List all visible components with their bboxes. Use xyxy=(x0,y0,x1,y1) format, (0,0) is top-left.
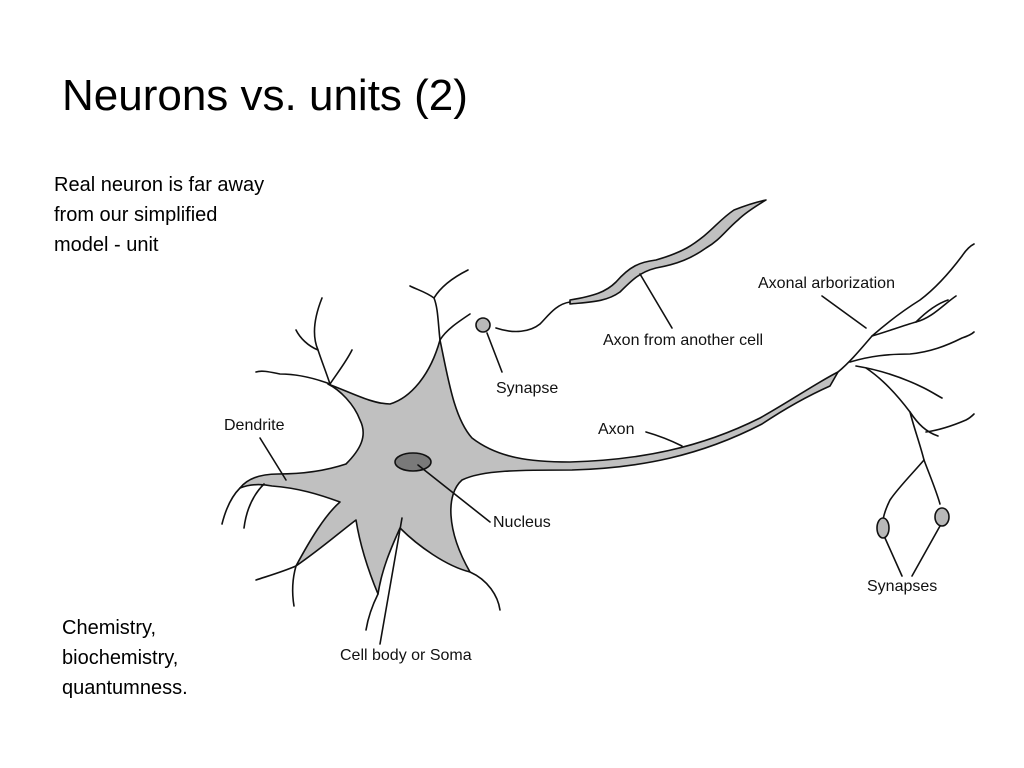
dendrite-branch xyxy=(291,565,297,607)
leader-line-axon-from-another-cell xyxy=(639,273,673,329)
leader-line-dendrite xyxy=(259,437,287,481)
arborization-branch xyxy=(855,365,943,399)
leader-line-synapse xyxy=(486,332,503,373)
outro-line: Chemistry, xyxy=(62,617,157,639)
slide-title: Neurons vs. units (2) xyxy=(62,71,468,120)
label-synapses: Synapses xyxy=(867,578,937,595)
nucleus-shape xyxy=(394,452,432,472)
leader-line-cell-body xyxy=(379,517,403,645)
arborization-branch xyxy=(837,243,975,373)
dendrite-branch xyxy=(469,571,501,611)
outro-line: biochemistry, xyxy=(62,647,179,669)
dendrite-branch xyxy=(313,297,331,385)
outro-text: Chemistry, biochemistry, quantumness. xyxy=(62,613,188,703)
synapse-terminal xyxy=(934,507,950,527)
leader-line-nucleus xyxy=(417,464,491,523)
intro-text: Real neuron is far away from our simplif… xyxy=(54,170,264,260)
dendrite-branch xyxy=(243,483,265,529)
label-axonal-arborization: Axonal arborization xyxy=(758,275,895,292)
arborization-branch xyxy=(909,411,941,505)
dendrite-branch xyxy=(433,269,469,299)
intro-line: Real neuron is far away xyxy=(54,174,265,196)
incoming-axon-end xyxy=(495,301,571,333)
label-nucleus: Nucleus xyxy=(493,514,551,531)
dendrite-branch xyxy=(221,487,241,525)
dendrite-branch xyxy=(365,593,379,631)
leader-line-synapses-a xyxy=(911,525,941,577)
dendrite-branch xyxy=(255,565,297,581)
dendrite-branch xyxy=(255,370,331,385)
synapse-terminal xyxy=(876,517,890,539)
arborization-branch xyxy=(915,299,949,323)
label-axon: Axon xyxy=(598,421,634,438)
label-dendrite: Dendrite xyxy=(224,417,285,434)
dendrite-branch xyxy=(439,313,471,341)
dendrite-branch xyxy=(295,329,319,351)
label-synapse: Synapse xyxy=(496,380,558,397)
dendrite-branch xyxy=(409,285,441,341)
synapse-dot xyxy=(475,317,491,333)
intro-line: model - unit xyxy=(54,234,159,256)
arborization-branch xyxy=(925,413,975,433)
soma-shape xyxy=(239,339,839,595)
leader-line-arborization xyxy=(821,295,867,329)
arborization-branch xyxy=(882,459,925,521)
outro-line: quantumness. xyxy=(62,677,188,699)
intro-line: from our simplified xyxy=(54,204,218,226)
leader-line-axon xyxy=(645,431,683,447)
dendrite-branch xyxy=(329,349,353,385)
incoming-axon xyxy=(569,199,767,305)
arborization-branch xyxy=(849,331,975,363)
label-cell-body: Cell body or Soma xyxy=(340,647,472,664)
label-axon-from-another-cell: Axon from another cell xyxy=(603,332,763,349)
leader-line-synapses-b xyxy=(884,537,903,577)
